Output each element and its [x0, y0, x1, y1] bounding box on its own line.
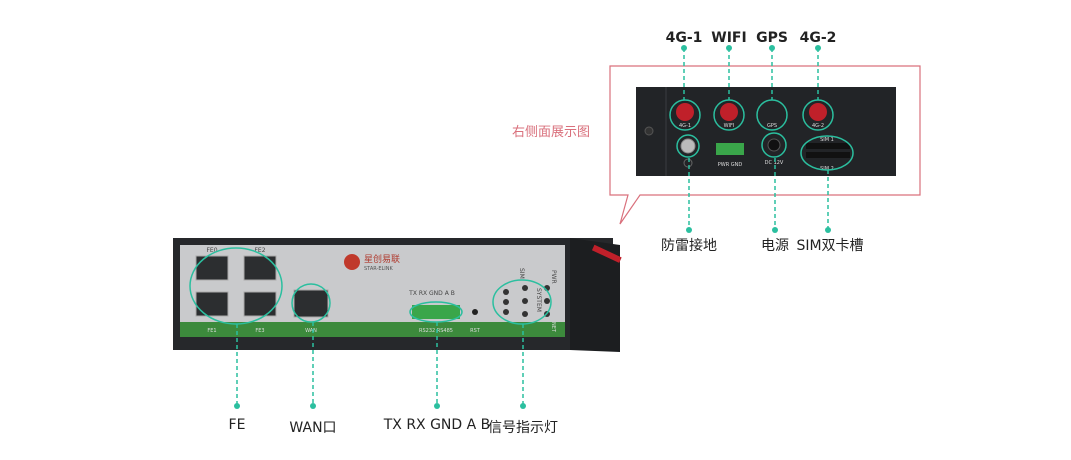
front-highlights: [189, 247, 552, 325]
label-indicators: 信号指示灯: [488, 420, 558, 436]
pwr-text: PWR GND: [718, 162, 743, 168]
system-led-text: SYSTEM: [535, 288, 542, 312]
ant2-text: WIFI: [724, 123, 735, 129]
label-sim-slots: SIM双卡槽: [796, 238, 864, 254]
side-view-caption: 右侧面展示图: [512, 125, 591, 140]
sim-led-text: SIM: [518, 268, 525, 279]
ethernet-ports: [195, 255, 329, 318]
sim-slots: [806, 143, 850, 149]
serial-text: RS232 RS485: [419, 328, 453, 334]
net-led-text: NET: [550, 322, 556, 333]
rst-text: RST: [470, 328, 481, 334]
side-highlights: [669, 99, 854, 171]
antenna-connectors: 4G-1 WIFI GPS 4G-2: [676, 103, 827, 129]
label-gps: GPS: [756, 30, 788, 46]
brand-logo: 星创易联 STAR-ELINK: [344, 253, 400, 272]
sim2-text: SIM 2: [820, 166, 834, 172]
label-wifi: WIFI: [711, 30, 747, 46]
ant4-text: 4G-2: [812, 123, 824, 129]
label-wan: WAN口: [289, 420, 337, 436]
svg-text:STAR-ELINK: STAR-ELINK: [364, 266, 393, 272]
reset-button: [472, 309, 478, 315]
side-leader-lines: [683, 48, 829, 230]
label-ground: 防雷接地: [661, 238, 717, 254]
serial-terminal: [412, 305, 460, 319]
fe0-text: FE0: [206, 247, 217, 254]
fe2-text: FE2: [254, 247, 265, 254]
sim1-text: SIM 1: [820, 137, 834, 143]
label-4g-1: 4G-1: [665, 30, 703, 46]
label-power: 电源: [761, 238, 789, 254]
dc-text: DC 12V: [765, 160, 784, 166]
pwr-led-text: PWR: [550, 270, 557, 284]
green-strip: [180, 322, 565, 337]
fe3-text: FE3: [255, 328, 264, 334]
power-terminal: [716, 143, 744, 155]
label-serial: TX RX GND A B: [383, 417, 491, 433]
ant3-text: GPS: [767, 123, 777, 129]
label-fe: FE: [228, 417, 246, 433]
serial-pins-text: TX RX GND A B: [408, 290, 455, 297]
svg-text:星创易联: 星创易联: [364, 253, 400, 265]
ant1-text: 4G-1: [679, 123, 691, 129]
fe1-text: FE1: [207, 328, 216, 334]
front-leader-lines: [236, 322, 524, 406]
label-4g-2: 4G-2: [799, 30, 837, 46]
dc-jack: [767, 138, 781, 152]
wan-text: WAN: [305, 328, 317, 334]
antenna: [591, 244, 622, 263]
ground-screw: [680, 138, 696, 154]
